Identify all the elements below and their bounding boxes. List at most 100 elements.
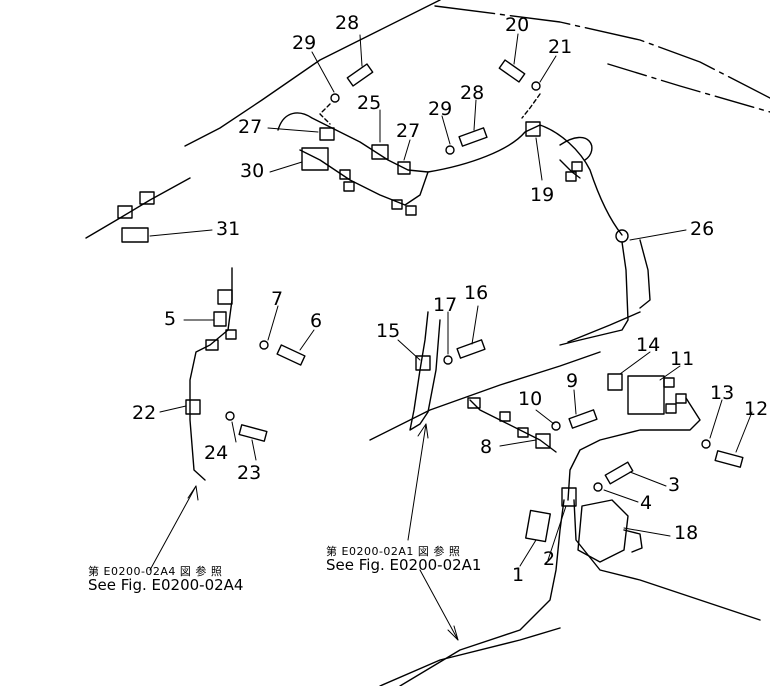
- callout-29a: 29: [292, 32, 317, 54]
- connector-c: [391, 199, 403, 210]
- callout-18: 18: [674, 522, 699, 544]
- washer-21: [531, 81, 541, 91]
- callout-10: 10: [518, 388, 543, 410]
- connector-11b: [665, 403, 677, 414]
- connector-a: [339, 169, 351, 180]
- clamp-15: [415, 355, 431, 371]
- harness-vertical-2: [639, 239, 651, 309]
- clamp-19: [525, 121, 541, 137]
- connector-mid-b: [499, 411, 511, 422]
- clamp-2: [561, 487, 577, 507]
- bolt-3: [604, 461, 634, 485]
- bolt-9: [568, 409, 598, 429]
- bolt-28b: [458, 127, 488, 147]
- washer-24: [225, 411, 235, 421]
- bolt-12: [714, 450, 744, 468]
- callout-19: 19: [530, 184, 555, 206]
- connector-31a: [117, 205, 133, 219]
- reference-arrows: [149, 423, 459, 641]
- harness-lower-2: [573, 499, 761, 621]
- callout-25: 25: [357, 92, 382, 114]
- washer-7: [259, 340, 269, 350]
- harness-15: [409, 311, 441, 431]
- leader-dash-1: [319, 103, 331, 125]
- callout-24: 24: [204, 442, 229, 464]
- callout-11: 11: [670, 348, 695, 370]
- washer-4: [593, 482, 603, 492]
- callout-3: 3: [668, 474, 681, 496]
- leader-dash-2: [521, 93, 541, 119]
- connector-e: [565, 171, 577, 182]
- cab-lower-edge-2: [567, 311, 641, 343]
- connector-mid-a: [467, 397, 481, 409]
- clamp-8: [535, 433, 551, 449]
- reference-right-en: See Fig. E0200-02A1: [326, 556, 482, 574]
- washer-17: [443, 355, 453, 365]
- connector-left-2: [225, 329, 237, 340]
- cab-outline: [184, 0, 441, 147]
- connector-left: [205, 339, 219, 351]
- harness-right: [567, 397, 701, 501]
- bracket-5: [217, 289, 233, 305]
- callout-29b: 29: [428, 98, 453, 120]
- leader-lines: [149, 33, 753, 567]
- callout-27b: 27: [396, 120, 421, 142]
- callout-17: 17: [433, 294, 458, 316]
- bolt-28a: [346, 63, 374, 87]
- callout-16: 16: [464, 282, 489, 304]
- cab-rear-edge: [607, 63, 770, 113]
- callout-7: 7: [271, 288, 284, 310]
- upper-harness-branch: [299, 149, 429, 206]
- connector-mid-c: [517, 427, 529, 438]
- bracket-30: [301, 147, 329, 171]
- callout-21: 21: [548, 36, 573, 58]
- reference-right-jp: 第 E0200-02A1 図 参 照: [326, 545, 461, 558]
- callout-9: 9: [566, 370, 579, 392]
- washer-13: [701, 439, 711, 449]
- callout-26: 26: [690, 218, 715, 240]
- callout-6: 6: [310, 310, 323, 332]
- reference-left-jp: 第 E0200-02A4 図 参 照: [88, 565, 223, 578]
- connector-11a: [663, 377, 675, 388]
- callout-5: 5: [164, 308, 177, 330]
- callout-14: 14: [636, 334, 661, 356]
- washer-29a: [330, 93, 340, 103]
- callout-30: 30: [240, 160, 265, 182]
- washer-29b: [445, 145, 455, 155]
- harness-31: [85, 177, 191, 239]
- clamp-26: [615, 229, 629, 243]
- connector-11c: [675, 393, 687, 404]
- harness-left: [189, 267, 233, 481]
- sensor-18-loop: [623, 529, 643, 553]
- connector-f: [571, 161, 583, 172]
- callout-22: 22: [132, 402, 157, 424]
- cab-base: [379, 627, 561, 686]
- connector-d: [405, 205, 417, 216]
- bracket-11: [627, 375, 665, 415]
- upper-harness-loop: [559, 136, 593, 161]
- connector-31b: [139, 191, 155, 205]
- clamp-31: [121, 227, 149, 243]
- reference-left-en: See Fig. E0200-02A4: [88, 576, 244, 594]
- callout-23: 23: [237, 462, 262, 484]
- callout-12: 12: [744, 398, 769, 420]
- clamp-5: [213, 311, 227, 327]
- callout-28b: 28: [460, 82, 485, 104]
- harness-vertical: [559, 241, 629, 346]
- callout-4: 4: [640, 492, 653, 514]
- upper-harness-main: [277, 112, 623, 236]
- sensor-18: [577, 499, 629, 563]
- callout-2: 2: [543, 548, 556, 570]
- callout-27a: 27: [238, 116, 263, 138]
- harness-lower: [399, 499, 565, 686]
- bolt-23: [238, 424, 268, 442]
- clamp-25: [371, 144, 389, 160]
- clamp-27b: [397, 161, 411, 175]
- connector-b: [343, 181, 355, 192]
- bolt-20: [498, 59, 526, 83]
- washer-10: [551, 421, 561, 431]
- callout-31: 31: [216, 218, 241, 240]
- clamp-27a: [319, 127, 335, 141]
